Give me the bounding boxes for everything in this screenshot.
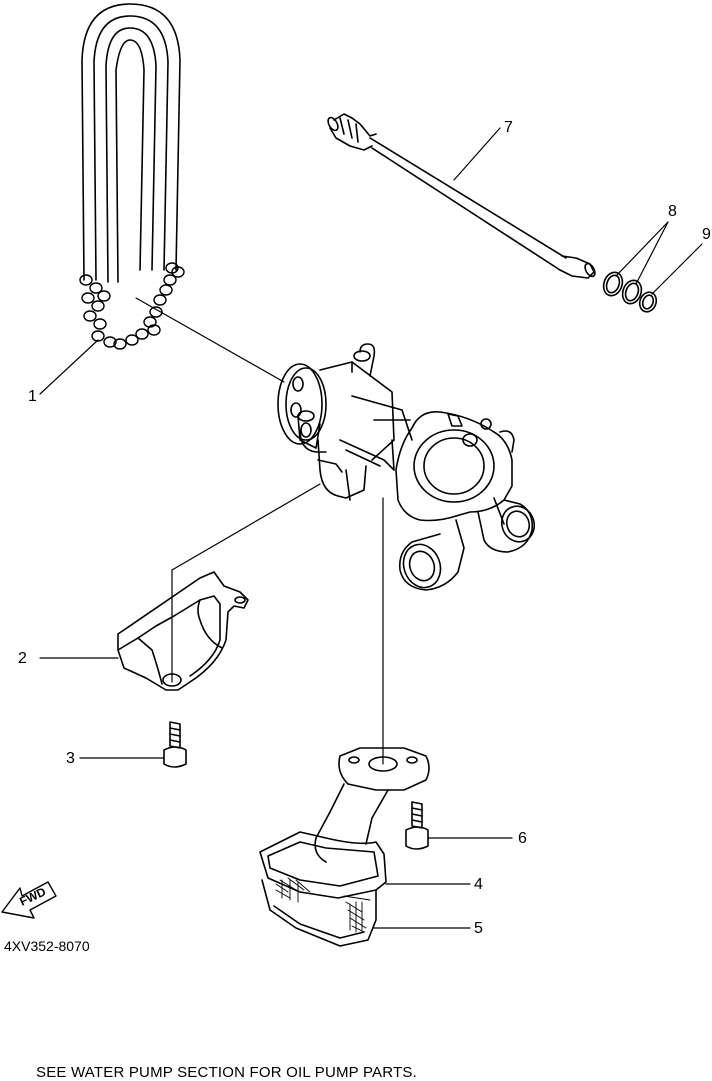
leader-lines xyxy=(39,127,703,929)
fwd-label: FWD xyxy=(17,884,48,908)
callout-5: 5 xyxy=(474,920,483,937)
cover-bolt xyxy=(163,721,187,768)
align-cover-b xyxy=(171,483,321,571)
o-ring-9 xyxy=(638,291,658,313)
oil-strainer xyxy=(259,747,430,947)
callout-6: 6 xyxy=(518,830,527,847)
callout-9: 9 xyxy=(702,226,711,243)
callout-2: 2 xyxy=(18,650,27,667)
diagram-code: 4XV352-8070 xyxy=(4,938,90,954)
strainer-bolt xyxy=(405,801,429,850)
callout-3: 3 xyxy=(66,750,75,767)
leader-9 xyxy=(651,243,703,295)
callout-4: 4 xyxy=(474,876,483,893)
pump-cover xyxy=(117,571,249,691)
leader-8a xyxy=(615,221,669,277)
callout-1: 1 xyxy=(28,388,37,405)
callout-7: 7 xyxy=(504,119,513,136)
callout-8: 8 xyxy=(668,203,677,220)
leader-1b xyxy=(135,297,285,383)
o-ring-8b xyxy=(621,279,643,305)
leader-8b xyxy=(635,221,669,285)
footnote: SEE WATER PUMP SECTION FOR OIL PUMP PART… xyxy=(36,1064,417,1081)
leader-7 xyxy=(453,127,501,181)
leader-1 xyxy=(39,339,99,395)
fwd-arrow-icon xyxy=(1,881,57,919)
oil-delivery-pipe xyxy=(327,113,596,279)
oil-pump-assembly xyxy=(277,343,536,591)
drive-chain xyxy=(79,3,185,350)
